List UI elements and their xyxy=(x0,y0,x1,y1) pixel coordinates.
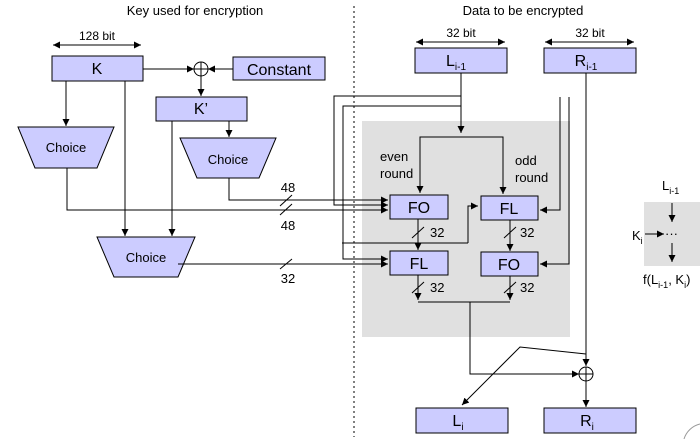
r-next-box xyxy=(543,407,637,434)
bus-width-32-fl-top: 32 xyxy=(520,225,534,240)
to-fl-top-wire xyxy=(461,136,507,194)
choice-left-box xyxy=(17,126,115,169)
key-kprime-box xyxy=(155,96,248,122)
constant-label: Constant xyxy=(247,62,312,79)
choice-right-label: Choice xyxy=(208,152,248,167)
key-kprime-label: K’ xyxy=(194,101,208,118)
choice-left-label: Choice xyxy=(46,140,86,155)
legend-dots: ··· xyxy=(665,226,678,241)
fl-top-label: FL xyxy=(500,201,519,218)
cross-feed-wire xyxy=(467,202,478,243)
legend-key-label: Ki xyxy=(632,228,643,246)
choice-right-box xyxy=(179,137,277,179)
to-fo-top-wire xyxy=(416,136,461,193)
key-k-label: K xyxy=(92,61,103,78)
odd-label-2: round xyxy=(515,170,548,185)
subkey-bus-fo-upper xyxy=(228,178,388,204)
bus-slash-32-key xyxy=(279,258,293,270)
fo-bottom-label: FO xyxy=(498,257,520,274)
even-label-2: round xyxy=(380,166,413,181)
key-width-label: 128 bit xyxy=(79,29,116,43)
fo-top-box xyxy=(389,194,449,220)
l-prev-box xyxy=(414,47,508,74)
choice-bottom-label: Choice xyxy=(126,250,166,265)
left-half-width-label: 32 bit xyxy=(446,26,476,40)
odd-label-1: odd xyxy=(515,153,537,168)
feistel-round-area xyxy=(362,121,570,337)
l-prev-label: Li-1 xyxy=(446,53,466,73)
r-prev-label: Ri-1 xyxy=(575,53,598,73)
corner-decoration xyxy=(683,423,700,439)
legend-output-label: f(Li-1, Ki) xyxy=(643,272,690,290)
r-prev-to-l-next-wire xyxy=(461,346,587,406)
fl-bottom-box xyxy=(389,250,449,276)
bus-width-48-top: 48 xyxy=(281,180,295,195)
r-prev-box xyxy=(543,47,637,74)
subkey-bus-fo-lower xyxy=(66,168,388,214)
fl-top-box xyxy=(480,195,539,221)
f-out-to-xor-wire xyxy=(469,302,579,378)
fo-bottom-box xyxy=(480,251,539,277)
r-next-label: Ri xyxy=(580,413,594,433)
choice-bottom-box xyxy=(96,236,196,278)
even-label-1: even xyxy=(380,149,408,164)
bus-slash-48-top xyxy=(279,194,293,207)
l-next-box xyxy=(415,407,509,434)
bus-width-48-bottom: 48 xyxy=(281,218,295,233)
r-feed-upper-wire xyxy=(540,97,561,214)
bus-width-32-fo-bottom: 32 xyxy=(520,280,534,295)
bus-slash-48-bottom xyxy=(279,203,293,216)
fl-bottom-label: FL xyxy=(410,256,429,273)
l-next-label: Li xyxy=(452,413,463,433)
fo-top-label: FO xyxy=(408,200,430,217)
data-section-header: Data to be encrypted xyxy=(463,3,584,18)
bus-width-32-key: 32 xyxy=(281,271,295,286)
right-half-width-label: 32 bit xyxy=(575,26,605,40)
bus-width-32-fl-bottom: 32 xyxy=(430,280,444,295)
bus-width-32-fo-top: 32 xyxy=(430,225,444,240)
legend-input-label: Li-1 xyxy=(662,178,679,196)
key-section-header: Key used for encryption xyxy=(127,3,264,18)
r-feed-lower-wire xyxy=(540,97,570,268)
l-bypass-outer-wire xyxy=(333,95,461,209)
l-bypass-inner-wire xyxy=(342,105,461,263)
